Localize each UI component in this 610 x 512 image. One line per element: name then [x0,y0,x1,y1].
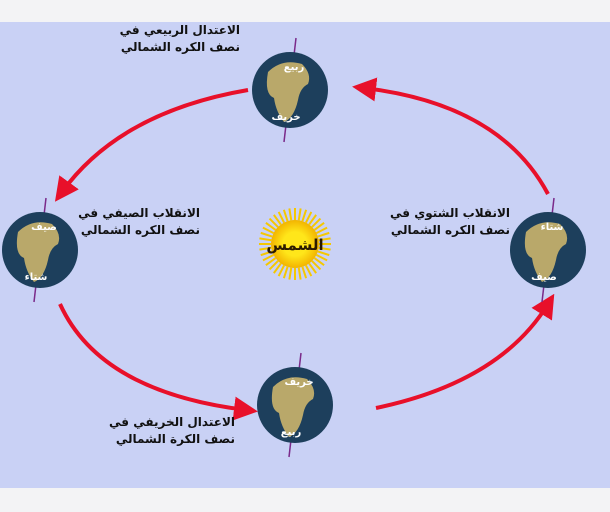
globe-bottom-label: شتاء [25,272,48,283]
arrow-spring-to-summer [54,88,249,202]
earth-globe-autumn: خريف ربيع [257,352,333,458]
globe-top-label: صيف [31,222,57,233]
globe-bottom-label: صيف [531,272,557,283]
arrow-autumn-to-winter [375,293,555,410]
sun-icon: الشمس [259,208,331,280]
earth-globe-winter: شتاء صيف [510,197,586,303]
arrow-summer-to-autumn [58,303,258,421]
globe-bottom-label: ربيع [281,427,302,438]
arrow-winter-to-spring [352,77,550,195]
globe-bottom-label: خريف [271,112,300,123]
globe-top-label: خريف [284,377,313,388]
earth-globe-spring: ربيع خريف [252,37,328,143]
sun-label: الشمس [266,236,323,254]
diagram: الشمس ربيع خريف صيف شتاء خريف ربيع شتاء … [0,22,610,488]
globe-top-label: شتاء [541,222,564,233]
orbit-graphic: الشمس ربيع خريف صيف شتاء خريف ربيع شتاء … [2,37,586,458]
globe-top-label: ربيع [284,62,305,73]
earth-globe-summer: صيف شتاء [2,197,78,303]
